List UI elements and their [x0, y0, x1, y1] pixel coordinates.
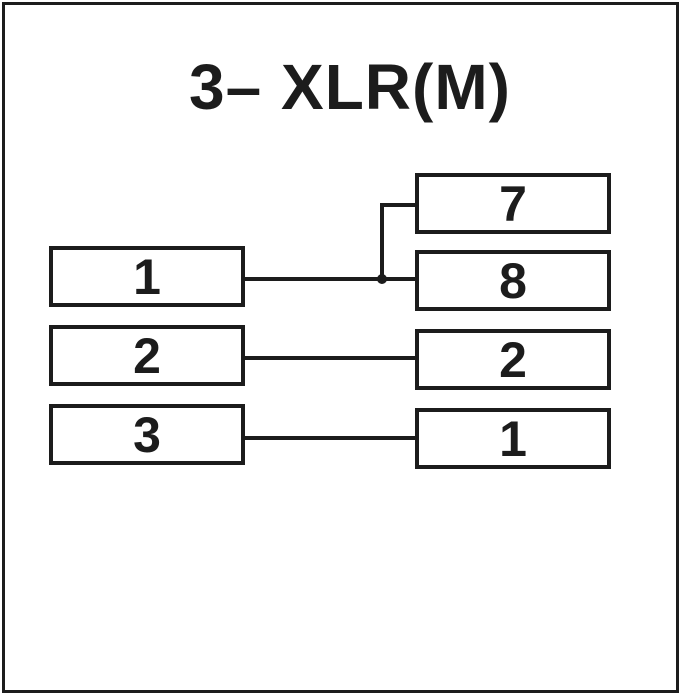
wire-pin1-to-pin8: [245, 277, 415, 281]
wire-branch-vertical: [380, 205, 384, 281]
wire-pin3-to-pin1: [245, 436, 415, 440]
wire-pin2-to-pin2: [245, 356, 415, 360]
pin-label: 1: [133, 248, 161, 305]
pin-label: 2: [499, 331, 527, 388]
pin-box-right-7: 7: [415, 173, 611, 234]
pin-box-left-3: 3: [49, 404, 245, 465]
pin-box-left-1: 1: [49, 246, 245, 307]
pin-box-right-1: 1: [415, 408, 611, 469]
pin-label: 3: [133, 406, 161, 463]
pin-label: 7: [499, 175, 527, 232]
pin-box-right-8: 8: [415, 250, 611, 311]
pin-label: 2: [133, 327, 161, 384]
pin-label: 1: [499, 410, 527, 467]
pin-box-right-2: 2: [415, 329, 611, 390]
pin-box-left-2: 2: [49, 325, 245, 386]
pin-label: 8: [499, 252, 527, 309]
diagram-title: 3– XLR(M): [189, 51, 511, 123]
wire-branch-to-pin7: [380, 203, 415, 207]
junction-dot: [377, 274, 387, 284]
